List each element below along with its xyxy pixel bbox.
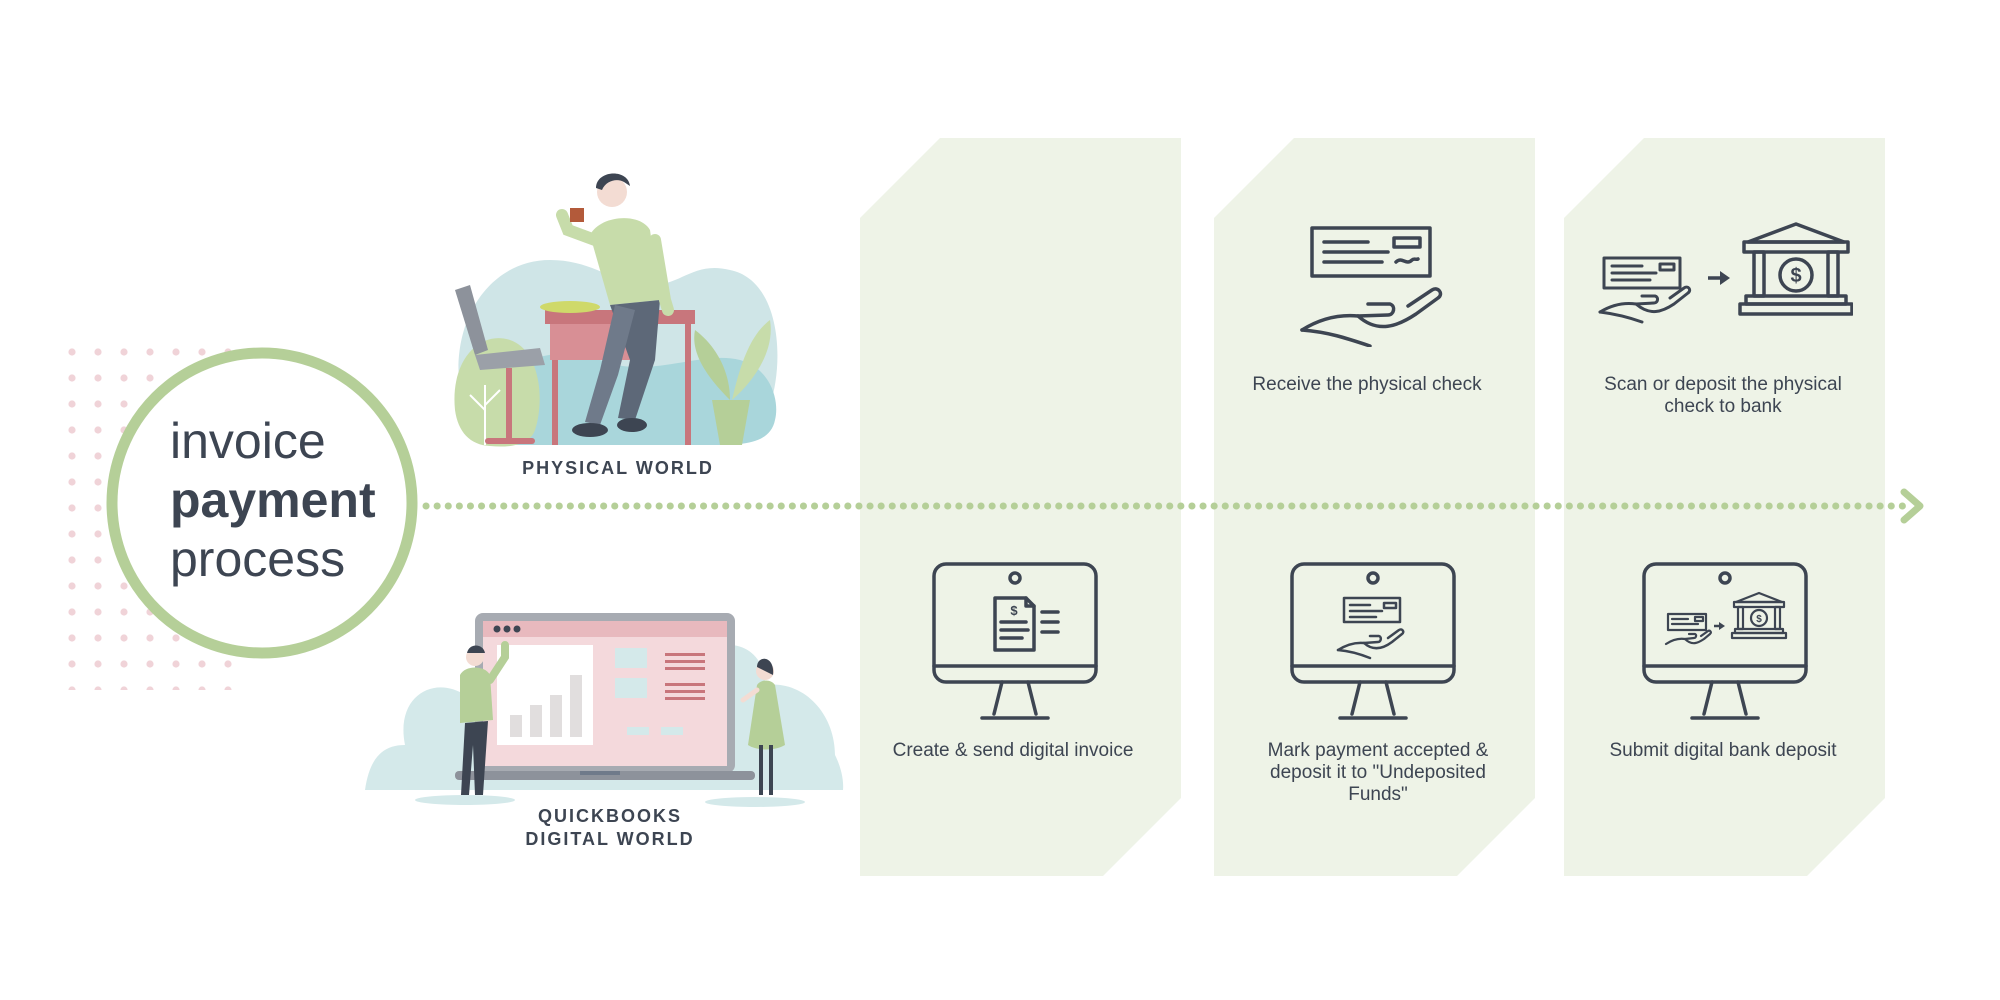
svg-text:$: $	[1756, 614, 1762, 625]
monitor-invoice-icon: $	[930, 560, 1100, 725]
digital-world-label-line1: QUICKBOOKS	[460, 805, 760, 828]
hand-holding-check-icon	[1298, 222, 1448, 347]
physical-world-label: PHYSICAL WORLD	[468, 457, 768, 480]
monitor-hand-check-icon	[1288, 560, 1458, 725]
digital-world-illustration	[365, 545, 845, 815]
title-process: process	[170, 529, 345, 589]
step-caption-scan-deposit-check: Scan or deposit the physical check to ba…	[1588, 374, 1858, 418]
title-invoice: invoice	[170, 411, 326, 471]
svg-text:$: $	[1010, 603, 1018, 618]
step-caption-mark-payment: Mark payment accepted & deposit it to "U…	[1248, 740, 1508, 806]
svg-text:$: $	[1790, 265, 1801, 287]
title-payment: payment	[170, 470, 376, 530]
check-to-bank-icon: $	[1598, 220, 1853, 335]
step-caption-receive-check: Receive the physical check	[1232, 374, 1502, 396]
digital-world-label-line2: DIGITAL WORLD	[460, 828, 760, 851]
step-caption-create-invoice: Create & send digital invoice	[878, 740, 1148, 762]
step-caption-submit-deposit: Submit digital bank deposit	[1588, 740, 1858, 762]
timeline-arrow	[420, 488, 1940, 524]
physical-world-illustration	[440, 160, 800, 460]
monitor-bank-deposit-icon: $	[1640, 560, 1810, 725]
